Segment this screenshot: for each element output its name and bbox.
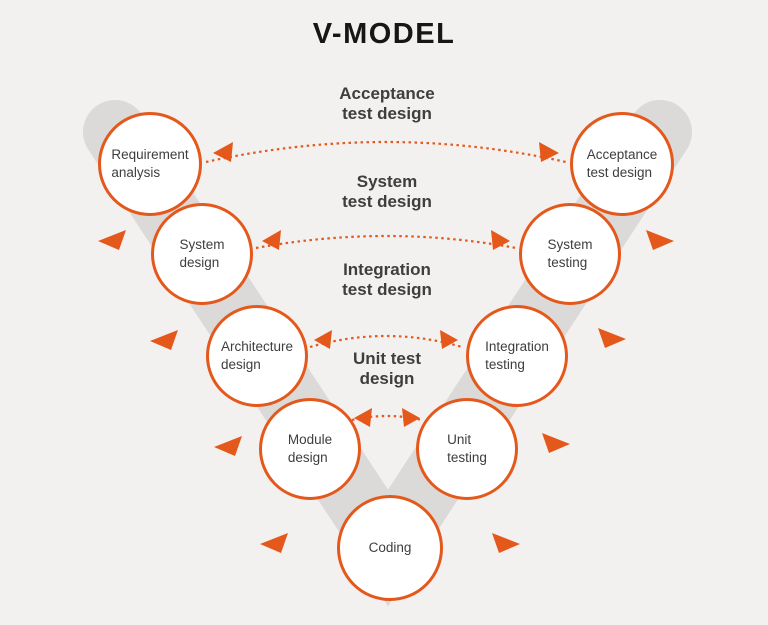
acceptance-arrowhead-left xyxy=(213,142,233,162)
node-system-design-label: System design xyxy=(179,237,225,270)
flow-triangle-right-4 xyxy=(492,533,520,553)
node-module-design: Module design xyxy=(259,398,361,500)
system-arrowhead-left xyxy=(262,230,281,250)
flow-triangle-right-1 xyxy=(646,230,674,250)
node-system-design: System design xyxy=(151,203,253,305)
integration-arrow-line xyxy=(309,334,463,349)
node-coding-label: Coding xyxy=(368,540,412,556)
node-coding: Coding xyxy=(337,495,443,601)
acceptance-arrow-line xyxy=(205,140,567,164)
node-acceptance-test-design: Acceptance test design xyxy=(570,112,674,216)
flow-triangle-left-2 xyxy=(150,330,178,350)
flow-triangle-left-3 xyxy=(214,436,242,456)
node-architecture-design: Architecture design xyxy=(206,305,308,407)
node-acceptance-test-design-label: Acceptance test design xyxy=(586,147,658,180)
node-integration-testing: Integration testing xyxy=(466,305,568,407)
connector-label-acceptance-test-design: Acceptance test design xyxy=(339,84,435,124)
connector-label-unit-test-design: Unit test design xyxy=(353,349,421,389)
flow-triangle-left-1 xyxy=(98,230,126,250)
flow-triangles xyxy=(98,230,674,553)
node-unit-testing-label: Unit testing xyxy=(447,432,487,465)
node-requirement-analysis-label: Requirement analysis xyxy=(111,147,189,180)
system-arrow-line xyxy=(255,234,517,250)
system-arrowhead-right xyxy=(491,230,510,250)
arrowheads xyxy=(213,142,559,427)
flow-triangle-right-3 xyxy=(542,433,570,453)
node-architecture-design-label: Architecture design xyxy=(220,339,294,372)
unit-arrowhead-left xyxy=(354,408,372,427)
connector-label-integration-test-design: Integration test design xyxy=(342,260,432,300)
flow-triangle-left-4 xyxy=(260,533,288,553)
node-module-design-label: Module design xyxy=(287,432,333,465)
node-system-testing-label: System testing xyxy=(547,237,593,270)
integration-arrowhead-left xyxy=(314,330,332,349)
diagram-title: V-MODEL xyxy=(312,18,456,50)
connector-label-system-test-design: System test design xyxy=(342,172,432,212)
node-system-testing: System testing xyxy=(519,203,621,305)
flow-triangle-right-2 xyxy=(598,328,626,348)
unit-arrowhead-right xyxy=(402,408,420,427)
node-requirement-analysis: Requirement analysis xyxy=(98,112,202,216)
node-unit-testing: Unit testing xyxy=(416,398,518,500)
acceptance-arrowhead-right xyxy=(539,142,559,162)
node-integration-testing-label: Integration testing xyxy=(485,339,549,372)
integration-arrowhead-right xyxy=(440,330,458,349)
